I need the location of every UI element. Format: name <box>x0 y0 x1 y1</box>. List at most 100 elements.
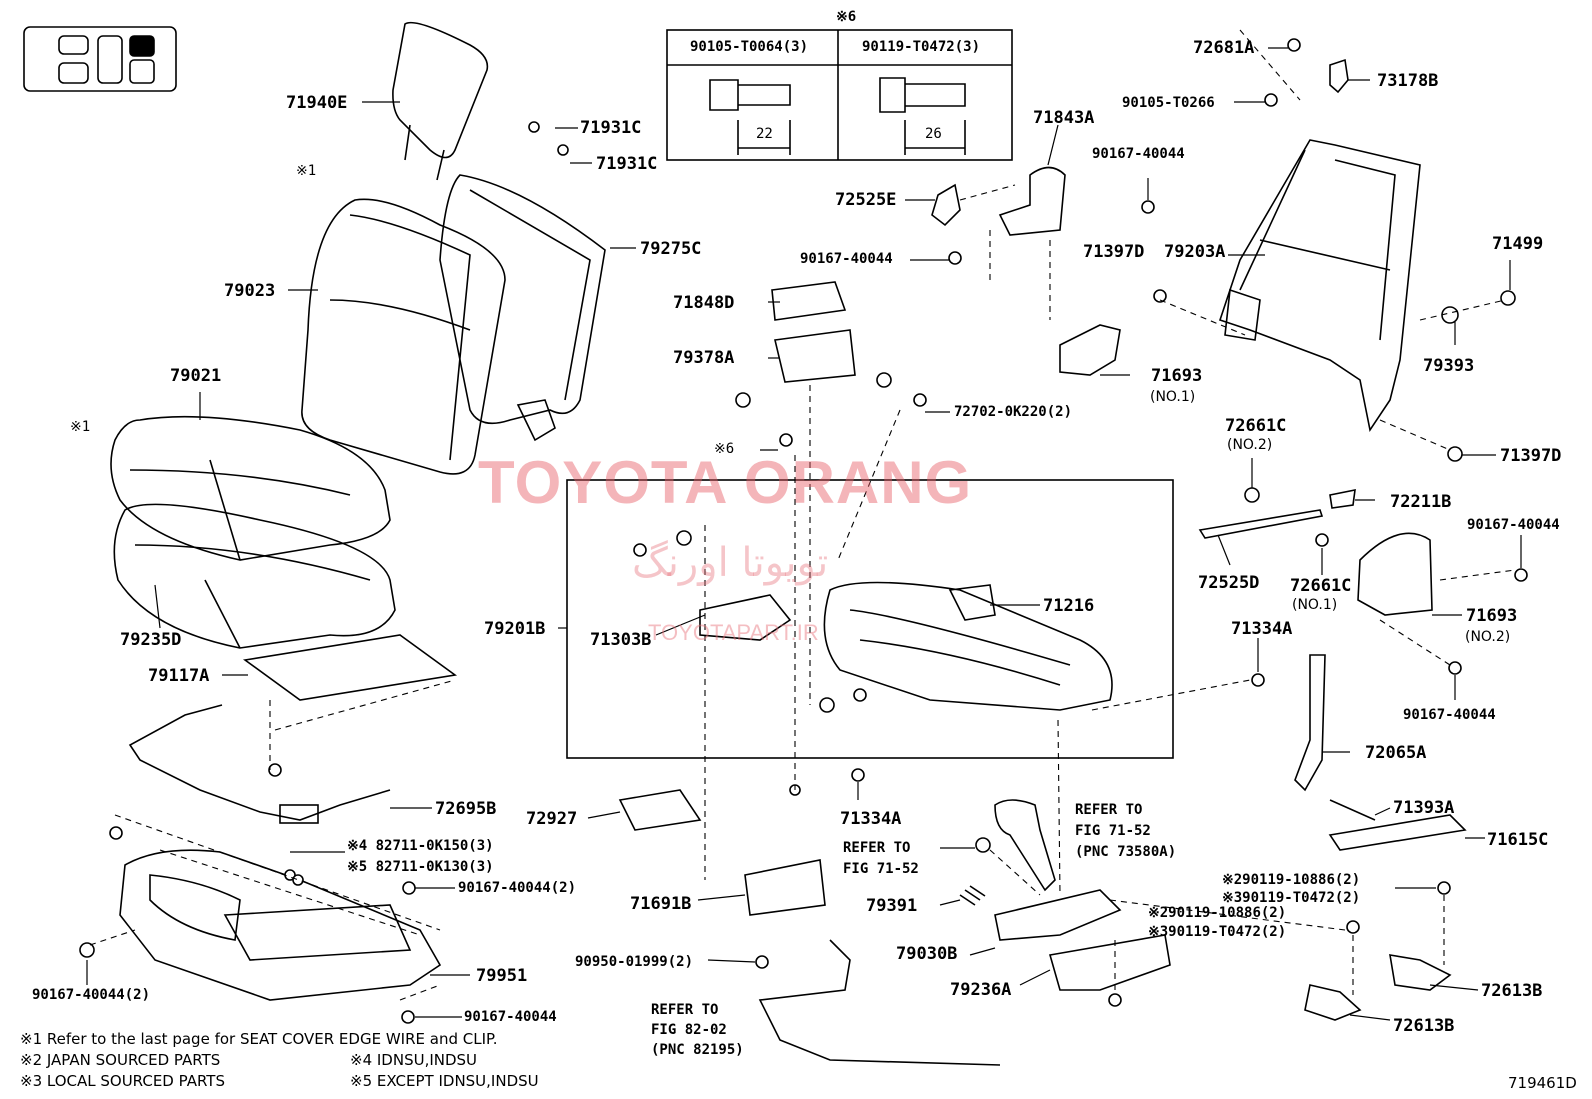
part-label: 71691B <box>630 894 692 914</box>
bolt-spec-table <box>666 29 1013 161</box>
cushion-frame-box <box>566 479 1174 759</box>
part-label: 79378A <box>673 348 735 368</box>
seat-cushion-pad <box>113 503 396 649</box>
part-label: 71693 <box>1151 366 1203 386</box>
part-label: 90167-40044 <box>464 1009 557 1025</box>
mark-label: ※6 <box>714 441 735 457</box>
mark-label: ※1 <box>70 419 91 435</box>
part-label: ※390119-T0472(2) <box>1222 890 1361 906</box>
ref-note-line: REFER TO <box>843 840 911 856</box>
cover-79378A <box>774 329 856 383</box>
part-label: 71843A <box>1033 108 1095 128</box>
part-label: 71499 <box>1492 234 1544 254</box>
footnote: ※1 Refer to the last page for SEAT COVER… <box>20 1030 498 1048</box>
part-label: ※4 82711-0K150(3) <box>347 838 494 854</box>
bolt-table-col1-dim: 22 <box>756 126 773 142</box>
part-label: 79393 <box>1423 356 1475 376</box>
cap-73178B <box>1329 58 1349 94</box>
part-label: 71216 <box>1043 596 1095 616</box>
part-label: 79030B <box>896 944 958 964</box>
part-label: 72695B <box>435 799 497 819</box>
dashed-connectors <box>89 29 1516 1001</box>
ref-note-line: REFER TO <box>651 1002 719 1018</box>
seatback-cover <box>301 198 506 475</box>
part-label: ※390119-T0472(2) <box>1148 924 1287 940</box>
part-label: 72661C <box>1225 416 1287 436</box>
seat-mat <box>242 634 458 701</box>
strap-72525D <box>1198 509 1324 539</box>
fastener-set <box>79 38 1528 1024</box>
part-label: 72525E <box>835 190 897 210</box>
part-label: ※5 82711-0K130(3) <box>347 859 494 875</box>
cable-82-02 <box>758 939 1001 1066</box>
side-cover-71843A <box>998 166 1066 236</box>
part-label: 79236A <box>950 980 1012 1000</box>
bracket-72927 <box>618 789 702 831</box>
seat-adjuster <box>699 594 792 641</box>
footnote: ※4 IDNSU,INDSU <box>350 1051 478 1069</box>
bracket-71693-no1 <box>1059 324 1121 376</box>
part-label: 71303B <box>590 630 652 650</box>
cable-assembly <box>128 704 391 821</box>
part-label: 79021 <box>170 366 222 386</box>
part-label: 90167-40044 <box>1403 707 1496 723</box>
seat-frame <box>823 581 1113 711</box>
ref-note-line: FIG 71-52 <box>843 861 919 877</box>
part-label: 79201B <box>484 619 546 639</box>
seatback-pad <box>439 174 606 442</box>
part-label: 72065A <box>1365 743 1427 763</box>
part-label: 72927 <box>526 809 578 829</box>
part-label: 79951 <box>476 966 528 986</box>
lever-79030B <box>994 889 1122 941</box>
part-label: 90167-40044(2) <box>458 880 577 896</box>
footnote: ※3 LOCAL SOURCED PARTS <box>20 1072 225 1090</box>
ref-note-line: (PNC 82195) <box>651 1042 744 1058</box>
part-label: 72702-0K220(2) <box>954 404 1073 420</box>
part-label: 90105-T0266 <box>1122 95 1215 111</box>
part-label: 72211B <box>1390 492 1452 512</box>
seat-cushion-cover <box>110 415 391 561</box>
part-label: 71848D <box>673 293 735 313</box>
bracket-72613B-a <box>1389 954 1452 991</box>
part-label: 71397D <box>1083 242 1145 262</box>
part-label: 71334A <box>840 809 902 829</box>
layout-position-icon <box>23 26 177 92</box>
part-sublabel: (NO.2) <box>1227 437 1273 453</box>
part-label: 79235D <box>120 630 182 650</box>
headrest <box>392 21 489 181</box>
part-label: 90167-40044 <box>1467 517 1560 533</box>
cushion-frame <box>119 849 442 1001</box>
bolt-table-col2-dim: 26 <box>925 126 942 142</box>
part-label: 79203A <box>1164 242 1226 262</box>
part-label: 73178B <box>1377 71 1439 91</box>
figure-id: 719461D <box>1508 1074 1577 1092</box>
bolt-table-col2-part: 90119-T0472(3) <box>862 39 981 55</box>
mark-label: ※1 <box>296 163 317 179</box>
ref-note-line: (PNC 73580A) <box>1075 844 1177 860</box>
ref-note-line: REFER TO <box>1075 802 1143 818</box>
part-label: 71615C <box>1487 830 1549 850</box>
part-label: ※290119-10886(2) <box>1148 905 1287 921</box>
bolt-table-mark: ※6 <box>836 9 857 25</box>
bracket-72613B-b <box>1304 984 1362 1021</box>
ref-note-line: FIG 82-02 <box>651 1022 727 1038</box>
part-label: 72661C <box>1290 576 1352 596</box>
footnote: ※5 EXCEPT IDNSU,INDSU <box>350 1072 539 1090</box>
part-sublabel: (NO.1) <box>1292 597 1338 613</box>
ref-note-line: FIG 71-52 <box>1075 823 1151 839</box>
part-label: 71931C <box>596 154 658 174</box>
cover-79236A <box>1048 934 1171 991</box>
part-label: 90167-40044 <box>800 251 893 267</box>
part-label: 90167-40044(2) <box>32 987 151 1003</box>
part-label: 71397D <box>1500 446 1562 466</box>
part-sublabel: (NO.1) <box>1150 389 1196 405</box>
part-label: 72613B <box>1481 981 1543 1001</box>
part-label: 72613B <box>1393 1016 1455 1036</box>
footnote: ※2 JAPAN SOURCED PARTS <box>20 1051 221 1069</box>
watermark-site: TOYOTAPART.IR <box>648 620 819 645</box>
part-label: 71931C <box>580 118 642 138</box>
bracket-71691B <box>744 859 826 916</box>
part-label: ※290119-10886(2) <box>1222 872 1361 888</box>
